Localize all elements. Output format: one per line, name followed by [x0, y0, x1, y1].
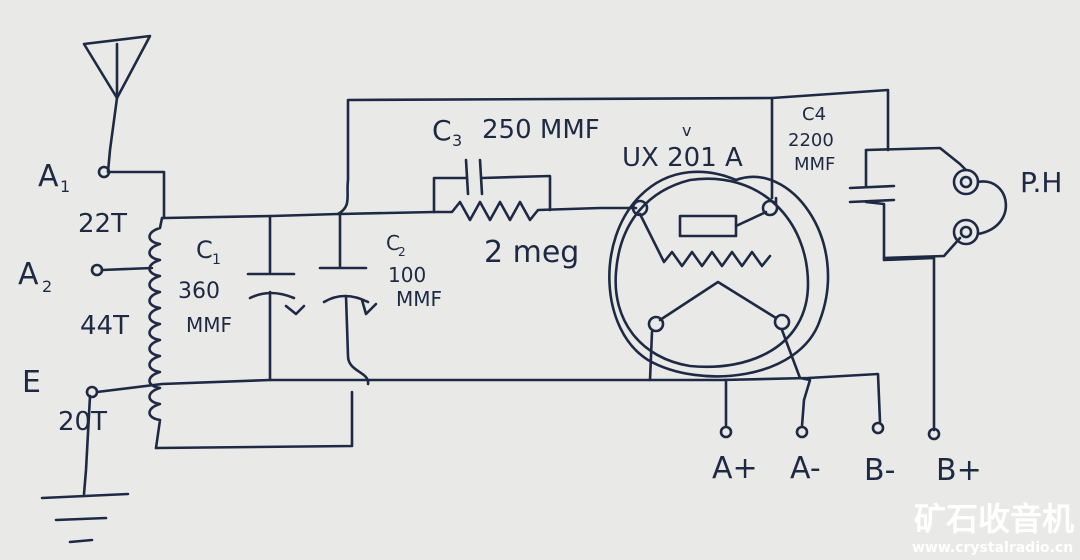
label-a-minus: A- [790, 451, 821, 486]
label-c3: C [432, 114, 452, 147]
capacitor-c4 [848, 148, 936, 432]
label-tube-mark: v [682, 121, 691, 140]
label-b-minus: B- [864, 453, 895, 488]
label-c1: C [196, 236, 213, 264]
label-a2: A [18, 257, 39, 292]
watermark-cn: 矿石收音机 [914, 500, 1074, 538]
label-coil-20t: 20T [58, 407, 107, 437]
label-c3-value: 250 MMF [482, 115, 600, 145]
label-c2-value: 100 [388, 263, 426, 287]
antenna-tap-a2 [90, 263, 154, 277]
label-c1-unit: MMF [186, 313, 232, 337]
label-c3-sub: 3 [452, 131, 462, 150]
label-ground-e: E [22, 365, 41, 400]
headphones-ph [864, 146, 1008, 260]
label-tube: UX 201 A [622, 143, 743, 173]
vacuum-tube-ux201a [608, 170, 830, 378]
label-a2-sub: 2 [42, 277, 52, 296]
label-c1-sub: 1 [212, 252, 221, 268]
label-coil-44t: 44T [80, 311, 129, 341]
antenna-symbol [82, 34, 152, 174]
label-c2-sub: 2 [398, 245, 406, 259]
label-a-plus: A+ [712, 451, 758, 486]
antenna-tap-a1 [97, 165, 166, 220]
label-c1-value: 360 [178, 279, 220, 304]
label-b-plus: B+ [936, 453, 982, 488]
label-resistor: 2 meg [484, 235, 579, 270]
tuning-coil [148, 216, 164, 450]
watermark-url: www.crystalradio.cn [912, 540, 1073, 556]
terminal-wiring [648, 328, 941, 441]
label-coil-22t: 22T [78, 209, 127, 239]
label-a1: A [38, 159, 59, 194]
label-c2: C [386, 231, 400, 255]
top-loop-wire [336, 88, 890, 216]
capacitor-c3-and-grid-leak [338, 158, 638, 222]
label-c2-unit: MMF [396, 287, 442, 311]
label-a1-sub: 1 [60, 177, 70, 196]
label-phones: P.H [1020, 166, 1062, 199]
capacitor-c1 [246, 214, 306, 382]
capacitor-c2 [318, 212, 378, 386]
label-c4-unit: MMF [794, 154, 835, 175]
label-c4-value: 2200 [788, 130, 834, 151]
grid-rail-wire [162, 212, 340, 220]
label-c4: C4 [802, 104, 826, 125]
